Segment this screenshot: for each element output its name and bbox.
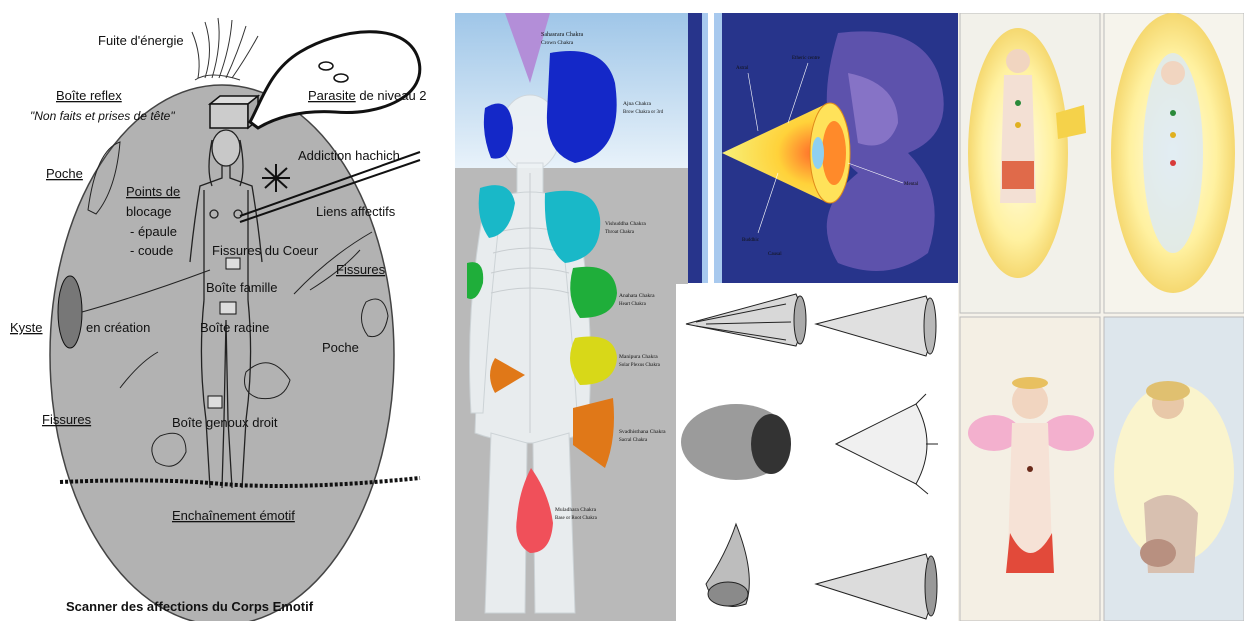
energy-leak-label: Fuite d'énergie — [98, 33, 184, 48]
parasite-label: Parasite de niveau 2 — [308, 88, 427, 103]
cracks-right-label: Fissures — [336, 262, 386, 277]
chakra-sub-solar: Solar Plexus Chakra — [619, 363, 661, 368]
knee-box-label: Boîte genoux droit — [172, 415, 278, 430]
chakra-figure-panel: Sahasrara Chakra Crown Chakra Ajna Chakr… — [455, 13, 688, 621]
chakra-sub-root: Base or Root Chakra — [555, 516, 598, 521]
vortex-sketches-panel — [676, 284, 956, 621]
vortex-label-0: Etheric centre — [792, 56, 821, 61]
vortex-label-2: Mental — [904, 182, 919, 187]
chakra-label-throat: Vishuddha Chakra — [605, 221, 646, 227]
chakra-label-crown: Sahasrara Chakra — [541, 32, 583, 38]
funnel-sketch-3 — [681, 404, 791, 480]
elbow-label: - coude — [130, 243, 173, 258]
chakra-label-heart: Anahata Chakra — [619, 293, 655, 299]
blocking-points-label-2: blocage — [126, 204, 172, 219]
root-box-label: Boîte racine — [200, 320, 269, 335]
emotional-body-diagram: Fuite d'énergie Boîte reflex "Non faits … — [0, 0, 452, 621]
reflex-box — [210, 104, 248, 128]
affective-links-label: Liens affectifs — [316, 204, 396, 219]
cyst-label: Kyste — [10, 320, 43, 335]
chakra-sub-brow: Brow Chakra or 3rd — [623, 110, 664, 115]
chakra-sub-sacral: Sacral Chakra — [619, 438, 648, 443]
chakra-label-solar: Manipura Chakra — [619, 354, 658, 360]
reflex-box-label: Boîte reflex — [56, 88, 122, 103]
chakra-sub-throat: Throat Chakra — [605, 230, 635, 235]
chain-label: Enchaînement émotif — [172, 508, 295, 523]
aura-paintings-panel — [958, 13, 1244, 621]
pocket-right-label: Poche — [322, 340, 359, 355]
shoulder-label: - épaule — [130, 224, 177, 239]
pocket-left-label: Poche — [46, 166, 83, 181]
vortex-cone-panel: Etheric centre Astral Mental Buddhic Cau… — [688, 13, 958, 283]
blocking-points-label: Points de — [126, 184, 180, 199]
vortex-label-4: Causal — [768, 252, 782, 257]
family-box-label: Boîte famille — [206, 280, 278, 295]
diagram-title: Scanner des affections du Corps Emotif — [66, 599, 314, 614]
chakra-label-sacral: Svadhisthana Chakra — [619, 429, 666, 435]
heart-cracks-label: Fissures du Coeur — [212, 243, 319, 258]
chakra-label-brow: Ajna Chakra — [623, 101, 652, 107]
chakra-sub-crown: Crown Chakra — [541, 40, 574, 46]
addiction-label: Addiction hachich — [298, 148, 400, 163]
cracks-left-label: Fissures — [42, 412, 92, 427]
vortex-label-1: Astral — [736, 66, 749, 71]
chakra-sub-heart: Heart Chakra — [619, 302, 647, 307]
energy-leak-plume — [192, 18, 258, 80]
chakra-label-root: Muladhara Chakra — [555, 507, 597, 513]
in-creation-label: en création — [86, 320, 150, 335]
vortex-label-3: Buddhic — [742, 238, 760, 243]
reflex-box-note: "Non faits et prises de tête" — [30, 109, 175, 123]
